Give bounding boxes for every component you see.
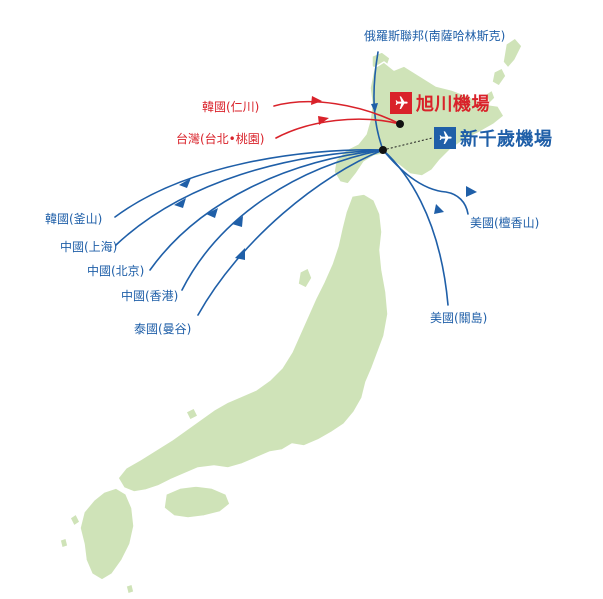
route-incheon (273, 100, 401, 125)
kuril-islands (485, 37, 523, 105)
asahikawa-airport-label: 旭川機場 (390, 90, 490, 116)
route-busan (114, 149, 384, 218)
blue-arrowheads (174, 103, 477, 260)
sado-island (297, 267, 313, 289)
airplane-icon (434, 127, 456, 149)
hokkaido-island (333, 61, 505, 185)
destination-honolulu: 美國(檀香山) (470, 216, 540, 230)
route-guam (382, 149, 449, 306)
shikoku-island (163, 485, 231, 519)
arrowhead-sakhalin (371, 103, 378, 113)
arrowhead-beijing (206, 208, 218, 218)
destination-beijing: 中國(北京) (87, 264, 145, 278)
arrowhead-hongkong (232, 216, 243, 227)
new-chitose-point (379, 146, 387, 154)
new-chitose-leader-line (382, 137, 433, 151)
honshu-island (117, 193, 389, 493)
airplane-icon (390, 92, 412, 114)
arrowhead-busan (179, 178, 191, 188)
destination-sakhalin: 俄羅斯聯邦(南薩哈林斯克) (364, 29, 506, 43)
route-shanghai (115, 149, 384, 246)
destination-guam: 美國(關島) (430, 311, 488, 325)
new-chitose-airport-name: 新千歲機場 (460, 129, 553, 150)
destination-hongkong: 中國(香港) (121, 289, 179, 303)
destination-shanghai: 中國(上海) (60, 240, 118, 254)
destination-bangkok: 泰國(曼谷) (134, 322, 192, 336)
asahikawa-airport-name: 旭川機場 (416, 94, 490, 115)
arrowhead-incheon (311, 96, 322, 105)
new-chitose-airport-label: 新千歲機場 (434, 125, 553, 151)
oki-islands (185, 407, 199, 421)
arrowhead-honolulu (466, 186, 477, 197)
destination-busan: 韓國(釜山) (45, 212, 103, 226)
red-routes (273, 100, 401, 139)
route-hongkong (181, 149, 384, 291)
blue-routes (114, 51, 469, 316)
route-taoyuan (275, 118, 401, 139)
asahikawa-point (396, 120, 404, 128)
kyushu-island (79, 487, 135, 581)
destination-taoyuan: 台灣(台北•桃園) (176, 132, 265, 146)
route-bangkok (197, 149, 384, 316)
arrowhead-taoyuan (318, 116, 329, 125)
arrowhead-bangkok (235, 248, 245, 260)
southern-islands (59, 513, 135, 595)
destination-incheon: 韓國(仁川) (202, 100, 260, 114)
red-arrowheads (311, 96, 329, 125)
arrowhead-guam (434, 204, 444, 214)
arrowhead-shanghai (174, 198, 186, 208)
route-beijing (149, 149, 384, 271)
